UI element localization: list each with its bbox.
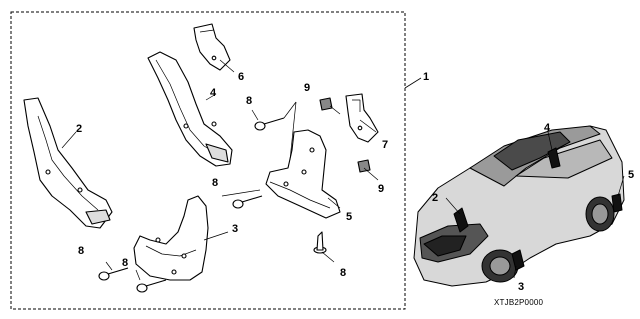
clip-upper (319, 97, 333, 111)
screw-lower-left (98, 267, 129, 281)
rear-left-mudguard (147, 51, 233, 167)
screw-lower (136, 279, 167, 293)
rear-right-mudguard (265, 129, 341, 219)
callout-5: 5 (346, 211, 352, 223)
callout-8-lower-left: 8 (78, 245, 84, 257)
figure-code: XTJB2P0000 (494, 298, 543, 307)
upper-bracket (193, 23, 231, 71)
callout-4: 4 (210, 87, 217, 99)
callout-3: 3 (232, 223, 238, 235)
kit-boundary (10, 11, 406, 310)
callout-8-lower: 8 (122, 257, 128, 269)
vehicle-callout-5: 5 (628, 169, 634, 181)
kit-leader (404, 77, 422, 89)
callout-2: 2 (76, 123, 82, 135)
screw-upper (254, 117, 285, 131)
front-left-mudguard (23, 97, 113, 229)
callout-9-lower: 9 (378, 183, 384, 195)
callout-8-upper: 8 (246, 95, 252, 107)
vehicle-callout-3: 3 (518, 281, 524, 293)
front-right-mudguard (133, 195, 209, 281)
vehicle-leader-lines (445, 131, 625, 279)
clip-lower (357, 159, 371, 173)
callout-7: 7 (382, 139, 388, 151)
callout-9-upper: 9 (304, 82, 310, 94)
callout-8-standing: 8 (340, 267, 346, 279)
vehicle-callout-2: 2 (432, 192, 438, 204)
kit-callout: 1 (423, 71, 429, 83)
screw-middle (232, 195, 263, 209)
callout-8-middle: 8 (212, 177, 218, 189)
vehicle-callout-4: 4 (544, 122, 551, 134)
callout-6: 6 (238, 71, 244, 83)
vehicle-illustration (413, 125, 625, 287)
right-bracket (345, 93, 379, 143)
leader-lines (61, 59, 379, 281)
screw-standing (313, 231, 327, 254)
